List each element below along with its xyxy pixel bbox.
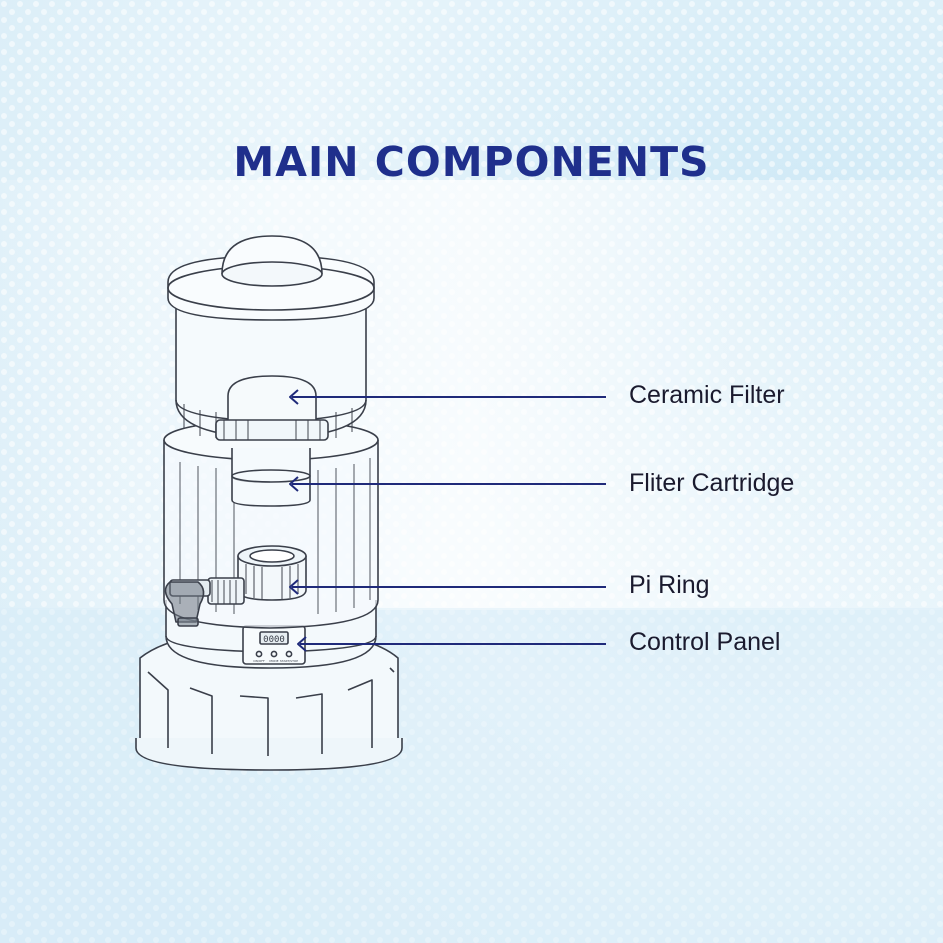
mode-button <box>270 650 278 658</box>
arrowhead-ceramic-filter <box>289 389 299 405</box>
page-title: MAIN COMPONENTS <box>233 138 710 186</box>
onoff-label: ON/OFF <box>253 659 265 663</box>
onoff-button <box>255 650 263 658</box>
arrowhead-filter-cartridge <box>289 476 299 492</box>
mode-label: MODE <box>269 659 278 663</box>
label-pi-ring: Pi Ring <box>629 571 710 599</box>
arrowhead-pi-ring <box>289 579 299 595</box>
label-control-panel: Control Panel <box>629 628 781 656</box>
control-panel: 0000 ON/OFF MODE START/STOP <box>242 625 306 665</box>
pi-ring <box>237 545 307 601</box>
display-readout: 0000 <box>263 635 285 645</box>
startstop-label: START/STOP <box>280 659 298 663</box>
label-filter-cartridge: Fliter Cartridge <box>629 469 795 497</box>
arrowhead-control-panel <box>297 636 307 652</box>
label-ceramic-filter: Ceramic Filter <box>629 381 785 409</box>
faucet <box>164 577 245 627</box>
filter-cartridge <box>231 448 311 507</box>
ceramic-filter <box>215 375 329 441</box>
leader-lines <box>289 389 606 652</box>
upper-tank <box>167 235 375 439</box>
startstop-button <box>285 650 293 658</box>
